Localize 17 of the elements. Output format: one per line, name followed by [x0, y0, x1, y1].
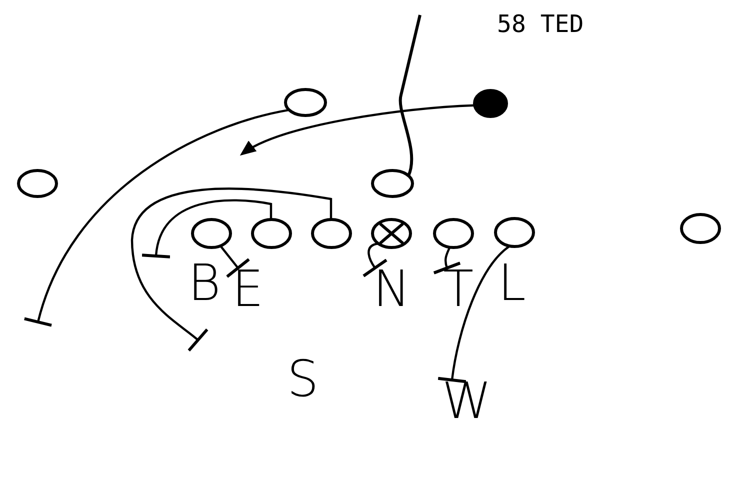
block-line — [432, 246, 462, 274]
position-letter: E — [232, 268, 264, 310]
block-line — [362, 242, 388, 278]
play-title: 58 TED — [497, 10, 584, 38]
block-line — [130, 188, 332, 352]
position-letter: W — [442, 380, 492, 422]
position-letter: T — [443, 268, 474, 310]
route-arrow — [240, 104, 474, 156]
block-line — [436, 244, 511, 384]
route-line — [398, 14, 422, 176]
position-letter: L — [498, 262, 526, 304]
block-line — [219, 244, 250, 278]
block-line — [23, 108, 290, 328]
position-letter: N — [373, 268, 410, 310]
position-letter: S — [287, 358, 319, 400]
position-letter: B — [188, 262, 221, 304]
block-line — [140, 199, 272, 260]
